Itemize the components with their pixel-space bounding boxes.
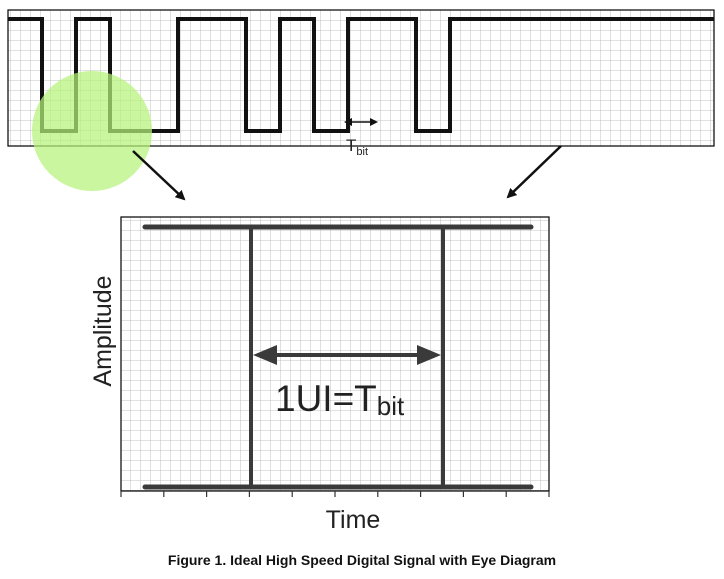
tbit-label-main: T	[346, 136, 356, 155]
x-axis-label: Time	[326, 506, 381, 534]
tbit-label-sub: bit	[356, 146, 368, 158]
eye-diagram-panel: 1UI=Tbit Amplitude Time	[89, 216, 550, 534]
highlight-circle	[32, 71, 152, 191]
top-waveform-panel: Tbit	[7, 9, 715, 191]
tbit-marker: Tbit	[344, 118, 378, 158]
tbit-label: Tbit	[346, 136, 368, 158]
ui-label-sub: bit	[377, 391, 405, 421]
ui-arrowhead-right	[417, 345, 441, 365]
eye-panel-grid	[120, 216, 550, 492]
ui-arrowhead-left	[253, 345, 277, 365]
arrow-left-to-eye	[132, 150, 186, 201]
y-axis-label: Amplitude	[89, 275, 117, 386]
digital-signal-waveform	[8, 17, 714, 133]
time-axis-ticks	[120, 491, 550, 497]
figure-caption: Figure 1. Ideal High Speed Digital Signa…	[167, 552, 557, 568]
arrow-right-to-eye	[506, 145, 562, 199]
ui-label-main: 1UI=T	[275, 378, 377, 419]
tbit-arrowhead-left	[344, 118, 352, 126]
tbit-arrowhead-right	[370, 118, 378, 126]
ui-label: 1UI=Tbit	[275, 378, 405, 421]
